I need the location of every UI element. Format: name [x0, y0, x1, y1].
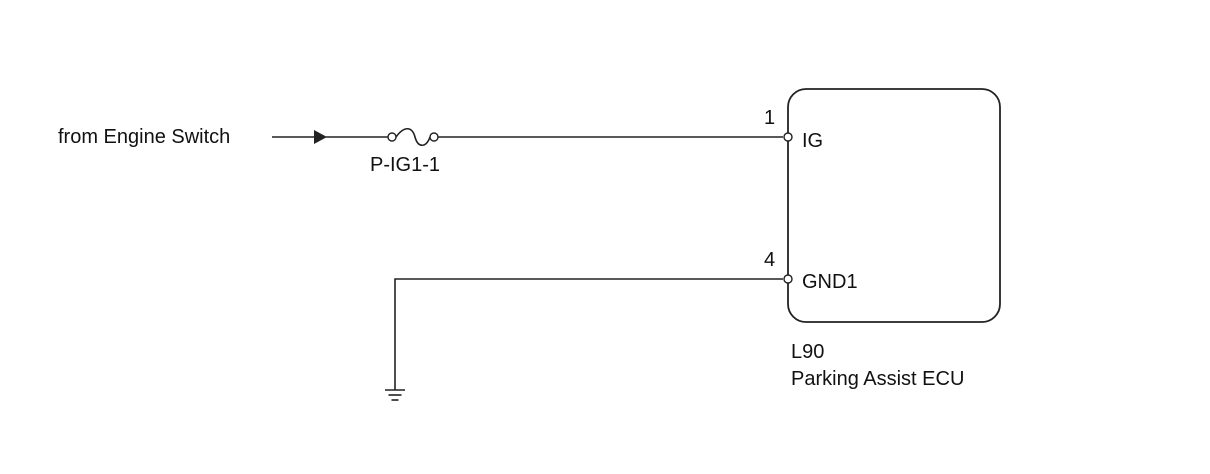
pin-1-name: IG — [802, 130, 823, 152]
fuse-label: P-IG1-1 — [370, 154, 440, 176]
direction-arrow-icon — [314, 130, 327, 144]
ecu-connector-label: L90 — [791, 341, 824, 363]
pin-1-terminal — [783, 132, 793, 142]
ground-wire — [394, 278, 783, 390]
ecu-box — [787, 88, 1001, 323]
fuse-symbol-icon — [387, 127, 439, 147]
pin-4-name: GND1 — [802, 271, 858, 293]
pin-4-terminal — [783, 274, 793, 284]
ecu-name-label: Parking Assist ECU — [791, 368, 964, 390]
source-label: from Engine Switch — [58, 126, 230, 148]
pin-4-number: 4 — [764, 249, 775, 271]
pin-1-number: 1 — [764, 107, 775, 129]
ground-icon — [385, 389, 405, 401]
